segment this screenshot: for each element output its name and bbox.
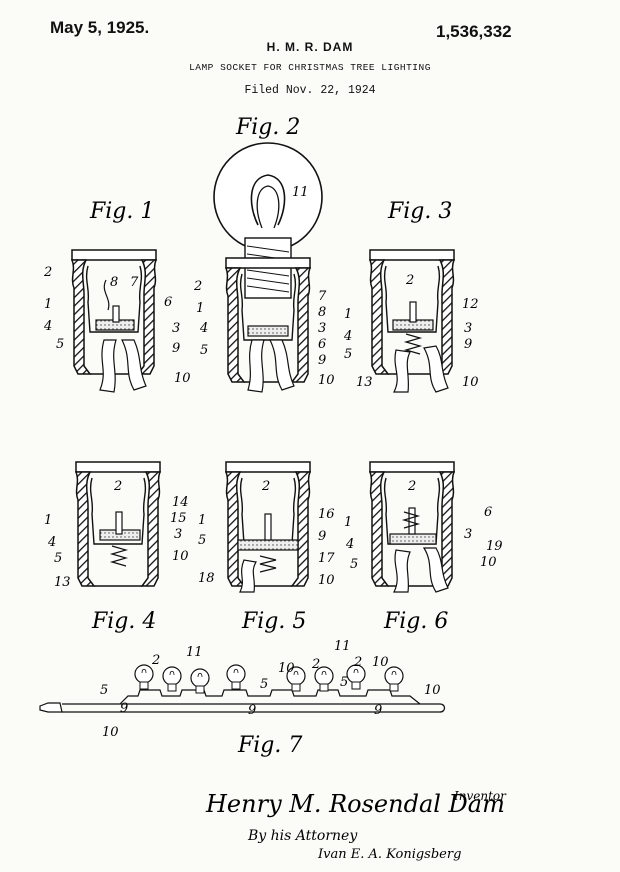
- ref-numeral: 9: [120, 701, 128, 716]
- figure-5-drawing: [225, 461, 311, 593]
- figure-4-drawing: [75, 461, 161, 587]
- ref-numeral: 10: [424, 683, 441, 698]
- ref-numeral: 2: [43, 265, 52, 280]
- ref-numeral: 8: [110, 275, 118, 290]
- ref-numeral: 10: [174, 371, 191, 386]
- ref-numeral: 10: [318, 373, 335, 388]
- ref-numeral: 4: [345, 537, 354, 552]
- patent-date: May 5, 1925.: [50, 18, 150, 37]
- figure-3-label: Fig. 3: [387, 199, 452, 224]
- ref-numeral: 10: [480, 555, 497, 570]
- ref-numeral: 5: [350, 557, 358, 572]
- patent-title: LAMP SOCKET FOR CHRISTMAS TREE LIGHTING: [189, 62, 431, 73]
- ref-numeral: 10: [172, 549, 189, 564]
- ref-numeral: 1: [198, 513, 206, 528]
- ref-numeral: 2: [405, 273, 414, 288]
- ref-numeral: 4: [47, 535, 56, 550]
- ref-numeral: 5: [200, 343, 208, 358]
- ref-numeral: 11: [186, 645, 203, 660]
- ref-numeral: 11: [334, 639, 351, 654]
- figure-2-drawing: [213, 142, 323, 393]
- ref-numeral: 9: [172, 341, 180, 356]
- ref-numeral: 6: [318, 337, 326, 352]
- ref-numeral: 10: [278, 661, 295, 676]
- filed-date: Filed Nov. 22, 1924: [244, 84, 376, 97]
- ref-numeral: 12: [462, 297, 479, 312]
- ref-numeral: 3: [174, 527, 182, 542]
- ref-numeral: 2: [311, 657, 320, 672]
- figure-6-drawing: [369, 461, 455, 593]
- ref-numeral: 18: [198, 571, 215, 586]
- ref-numeral: 2: [113, 479, 122, 494]
- ref-numeral: 3: [172, 321, 180, 336]
- ref-numeral: 10: [102, 725, 119, 740]
- ref-numeral: 4: [343, 329, 352, 344]
- patent-number: 1,536,332: [436, 22, 512, 41]
- figure-7-drawing: [39, 664, 446, 713]
- figure-1-label: Fig. 1: [89, 199, 154, 224]
- inventor-role: Inventor: [453, 789, 507, 803]
- ref-numeral: 8: [318, 305, 326, 320]
- ref-numeral: 3: [464, 527, 472, 542]
- ref-numeral: 5: [56, 337, 64, 352]
- figure-6-label: Fig. 6: [383, 609, 448, 634]
- ref-numeral: 1: [344, 307, 352, 322]
- figure-5-label: Fig. 5: [241, 609, 306, 634]
- ref-numeral: 5: [344, 347, 352, 362]
- figure-3-drawing: [369, 249, 455, 393]
- ref-numeral: 4: [199, 321, 208, 336]
- figure-2-label: Fig. 2: [235, 115, 300, 140]
- ref-numeral: 9: [374, 703, 382, 718]
- ref-numeral: 4: [43, 319, 52, 334]
- ref-numeral: 17: [318, 551, 335, 566]
- ref-numeral: 2: [261, 479, 270, 494]
- ref-numeral: 9: [318, 529, 326, 544]
- ref-numeral: 1: [344, 515, 352, 530]
- ref-numeral: 6: [484, 505, 492, 520]
- ref-numeral: 3: [318, 321, 326, 336]
- ref-numeral: 1: [44, 297, 52, 312]
- ref-numeral: 9: [318, 353, 326, 368]
- inventor-signature: Henry M. Rosendal Dam: [205, 790, 505, 818]
- ref-numeral: 1: [44, 513, 52, 528]
- ref-numeral: 2: [407, 479, 416, 494]
- inventor-header: H. M. R. DAM: [266, 40, 354, 54]
- ref-numeral: 9: [248, 703, 256, 718]
- ref-numeral: 3: [464, 321, 472, 336]
- ref-numeral: 11: [292, 185, 309, 200]
- ref-numeral: 5: [340, 675, 348, 690]
- attorney-signature: Ivan E. A. Konigsberg: [317, 847, 461, 862]
- ref-numeral: 10: [318, 573, 335, 588]
- ref-numeral: 10: [372, 655, 389, 670]
- ref-numeral: 2: [193, 279, 202, 294]
- ref-numeral: 2: [353, 655, 362, 670]
- ref-numeral: 13: [356, 375, 373, 390]
- ref-numeral: 19: [486, 539, 503, 554]
- ref-numeral: 5: [198, 533, 206, 548]
- ref-numeral: 7: [318, 289, 327, 304]
- figure-4-label: Fig. 4: [91, 609, 156, 634]
- figure-1-drawing: [71, 249, 157, 393]
- ref-numeral: 14: [172, 495, 189, 510]
- ref-numeral: 5: [260, 677, 268, 692]
- ref-numeral: 1: [196, 301, 204, 316]
- ref-numeral: 16: [318, 507, 335, 522]
- ref-numeral: 6: [164, 295, 172, 310]
- attorney-byline: By his Attorney: [247, 828, 358, 844]
- ref-numeral: 5: [54, 551, 62, 566]
- ref-numeral: 10: [462, 375, 479, 390]
- ref-numeral: 15: [170, 511, 187, 526]
- ref-numeral: 9: [464, 337, 472, 352]
- ref-numeral: 5: [100, 683, 108, 698]
- figure-7-label: Fig. 7: [237, 733, 302, 758]
- ref-numeral: 2: [151, 653, 160, 668]
- ref-numeral: 7: [130, 275, 139, 290]
- ref-numeral: 13: [54, 575, 71, 590]
